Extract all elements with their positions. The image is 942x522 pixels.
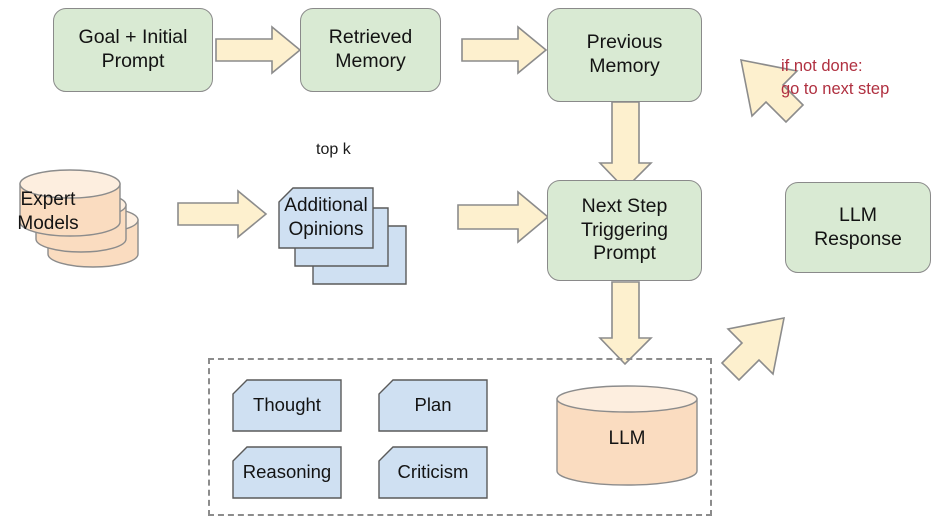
node-label: Plan — [414, 394, 452, 415]
node-retrieved-memory[interactable]: Retrieved Memory — [300, 8, 441, 92]
note-stack-icon — [278, 187, 407, 285]
node-label: Thought — [253, 394, 321, 415]
cylinder-stack-icon — [19, 169, 139, 268]
node-additional-opinions[interactable]: Additional Opinions — [263, 166, 463, 296]
node-thought[interactable]: Thought — [232, 379, 342, 432]
node-label: Expert Models — [17, 189, 79, 234]
node-label: Goal + Initial Prompt — [78, 26, 188, 72]
top-k-label: top k — [316, 141, 351, 158]
arrow-previous-to-nextstep — [598, 101, 653, 191]
feedback-loop-caption: if not done: go to next step — [781, 57, 890, 99]
node-label: LLM — [608, 428, 646, 449]
arrow-goal-to-retrieved — [215, 25, 302, 75]
node-label: Previous Memory — [586, 31, 663, 77]
node-next-step-triggering-prompt[interactable]: Next Step Triggering Prompt — [547, 180, 702, 281]
arrow-opinions-to-nextstep — [457, 190, 550, 244]
cylinder-icon — [556, 385, 698, 486]
note-icon — [232, 379, 342, 432]
llm-components-group — [208, 358, 712, 516]
arrow-nextstep-to-components — [598, 281, 653, 366]
arrow-retrieved-to-previous — [461, 25, 548, 75]
node-label: Criticism — [397, 461, 469, 482]
node-goal-initial-prompt[interactable]: Goal + Initial Prompt — [53, 8, 213, 92]
node-plan[interactable]: Plan — [378, 379, 488, 432]
node-label: Next Step Triggering Prompt — [580, 194, 669, 265]
note-icon — [232, 446, 342, 499]
note-icon — [378, 379, 488, 432]
node-label: Additional Opinions — [284, 195, 368, 240]
node-label: Reasoning — [242, 461, 332, 482]
arrow-components-to-llm-response — [720, 316, 786, 382]
node-label: Retrieved Memory — [328, 26, 413, 72]
node-llm-cylinder[interactable]: LLM — [553, 385, 701, 493]
node-criticism[interactable]: Criticism — [378, 446, 488, 499]
node-expert-models[interactable]: Expert Models — [6, 160, 178, 270]
note-icon — [378, 446, 488, 499]
node-llm-response[interactable]: LLM Response — [785, 182, 931, 273]
node-reasoning[interactable]: Reasoning — [232, 446, 342, 499]
node-label: LLM Response — [814, 203, 902, 250]
node-previous-memory[interactable]: Previous Memory — [547, 8, 702, 102]
